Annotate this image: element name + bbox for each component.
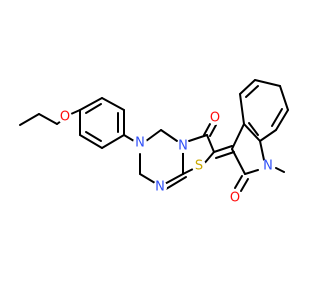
bond [165, 176, 187, 190]
bond [271, 108, 283, 127]
atom-o-ether: O [58, 110, 72, 125]
oxindole-ring [231, 123, 265, 175]
lactam-carbonyl [234, 175, 249, 192]
bond [19, 113, 40, 126]
bond [243, 123, 261, 142]
bond [279, 85, 289, 111]
bond [139, 173, 156, 184]
atom-n-fused: N [176, 139, 190, 154]
atom-n-triazine-bottom: N [153, 180, 167, 195]
bond [79, 134, 103, 149]
svg-text:N: N [135, 136, 145, 151]
bond [231, 148, 246, 175]
atom-n-indole: N [261, 159, 275, 174]
bond [203, 123, 211, 136]
svg-text:N: N [263, 159, 273, 174]
svg-text:O: O [230, 191, 240, 206]
atom-o-lactam: O [228, 191, 242, 206]
bond [231, 123, 245, 150]
bond [85, 103, 102, 114]
ketone-group [203, 123, 217, 137]
bond [101, 97, 125, 111]
bond [145, 129, 162, 142]
bond [209, 124, 217, 137]
exocyclic-double-bond [213, 145, 235, 159]
svg-text:N: N [155, 180, 165, 195]
svg-text:S: S [195, 159, 203, 174]
bond [188, 134, 208, 142]
bond [215, 151, 235, 159]
atom-n-triazine-top: N [133, 136, 147, 151]
bond [85, 131, 102, 142]
bond [234, 175, 243, 189]
bond [239, 79, 256, 95]
bond [275, 167, 285, 173]
svg-text:N: N [178, 139, 188, 154]
ethoxy-chain [19, 109, 81, 126]
structure-canvas: O N N N S O N O [19, 79, 289, 206]
atom-s-thiazole: S [192, 159, 206, 174]
svg-text:O: O [210, 111, 220, 126]
svg-text:O: O [60, 110, 70, 125]
bond [213, 145, 233, 153]
bond [123, 134, 135, 142]
bond [101, 134, 125, 149]
bond [239, 93, 245, 125]
bond [259, 129, 277, 142]
bond [245, 85, 259, 98]
bond [244, 169, 259, 175]
bond [259, 140, 265, 161]
bond [240, 178, 249, 192]
benzo-ring [239, 79, 289, 142]
bond [79, 97, 103, 111]
bond [248, 122, 259, 136]
bond [160, 129, 178, 142]
bond [70, 109, 81, 115]
molecule-structure: O N N N S O N O [19, 79, 289, 206]
bond [275, 109, 289, 131]
bond [254, 79, 281, 87]
phenyl-ring [79, 97, 125, 149]
bond [206, 134, 215, 153]
bond [38, 113, 58, 125]
atom-o-ketone: O [208, 111, 222, 126]
